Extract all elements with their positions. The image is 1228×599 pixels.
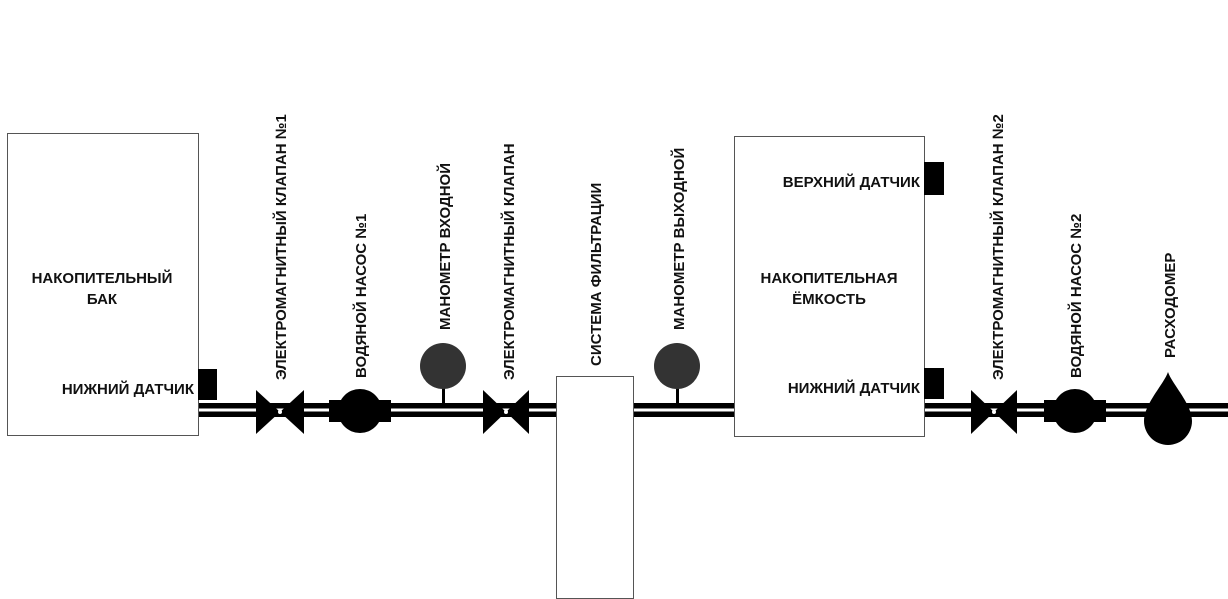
pipe-segment-2	[634, 403, 734, 417]
storage-tank-label-line2: БАК	[87, 291, 118, 308]
vessel-lower-sensor-label: НИЖНИЙ ДАТЧИК	[788, 379, 921, 397]
storage-vessel: ВЕРХНИЙ ДАТЧИК НАКОПИТЕЛЬНАЯ ЁМКОСТЬ НИЖ…	[734, 136, 925, 437]
solenoid-valve-2-icon	[971, 390, 1017, 434]
storage-tank-label-line1: НАКОПИТЕЛЬНЫЙ	[32, 269, 173, 287]
storage-tank: НАКОПИТЕЛЬНЫЙ БАК НИЖНИЙ ДАТЧИК	[7, 133, 199, 436]
flowmeter-label: РАСХОДОМЕР	[1162, 253, 1179, 358]
tank-lower-sensor	[198, 369, 217, 400]
valve-mid-label: ЭЛЕКТРОМАГНИТНЫЙ КЛАПАН	[500, 143, 518, 380]
valve-2-label: ЭЛЕКТРОМАГНИТНЫЙ КЛАПАН №2	[989, 114, 1007, 380]
vessel-lower-sensor	[924, 368, 944, 399]
water-pump-2-icon	[1044, 389, 1106, 433]
valve-1-label: ЭЛЕКТРОМАГНИТНЫЙ КЛАПАН №1	[272, 114, 290, 380]
tank-lower-sensor-label: НИЖНИЙ ДАТЧИК	[62, 380, 195, 398]
solenoid-valve-mid-icon	[483, 390, 529, 434]
pump-1-label: ВОДЯНОЙ НАСОС №1	[352, 214, 370, 378]
flowmeter-icon	[1144, 372, 1192, 445]
inlet-gauge-label: МАНОМЕТР ВХОДНОЙ	[436, 163, 454, 330]
vessel-upper-sensor-label: ВЕРХНИЙ ДАТЧИК	[783, 173, 921, 191]
solenoid-valve-1-icon	[256, 390, 304, 434]
water-pump-1-icon	[329, 389, 391, 433]
outlet-pressure-gauge-icon	[654, 343, 700, 406]
inlet-pressure-gauge-icon	[420, 343, 466, 406]
storage-vessel-label-line2: ЁМКОСТЬ	[792, 291, 866, 308]
pump-2-label: ВОДЯНОЙ НАСОС №2	[1067, 214, 1085, 378]
filtration-system-label: СИСТЕМА ФИЛЬТРАЦИИ	[588, 183, 605, 366]
storage-vessel-label-line1: НАКОПИТЕЛЬНАЯ	[761, 270, 898, 287]
filtration-system	[556, 376, 634, 599]
outlet-gauge-label: МАНОМЕТР ВЫХОДНОЙ	[670, 148, 688, 330]
vessel-upper-sensor	[924, 162, 944, 195]
